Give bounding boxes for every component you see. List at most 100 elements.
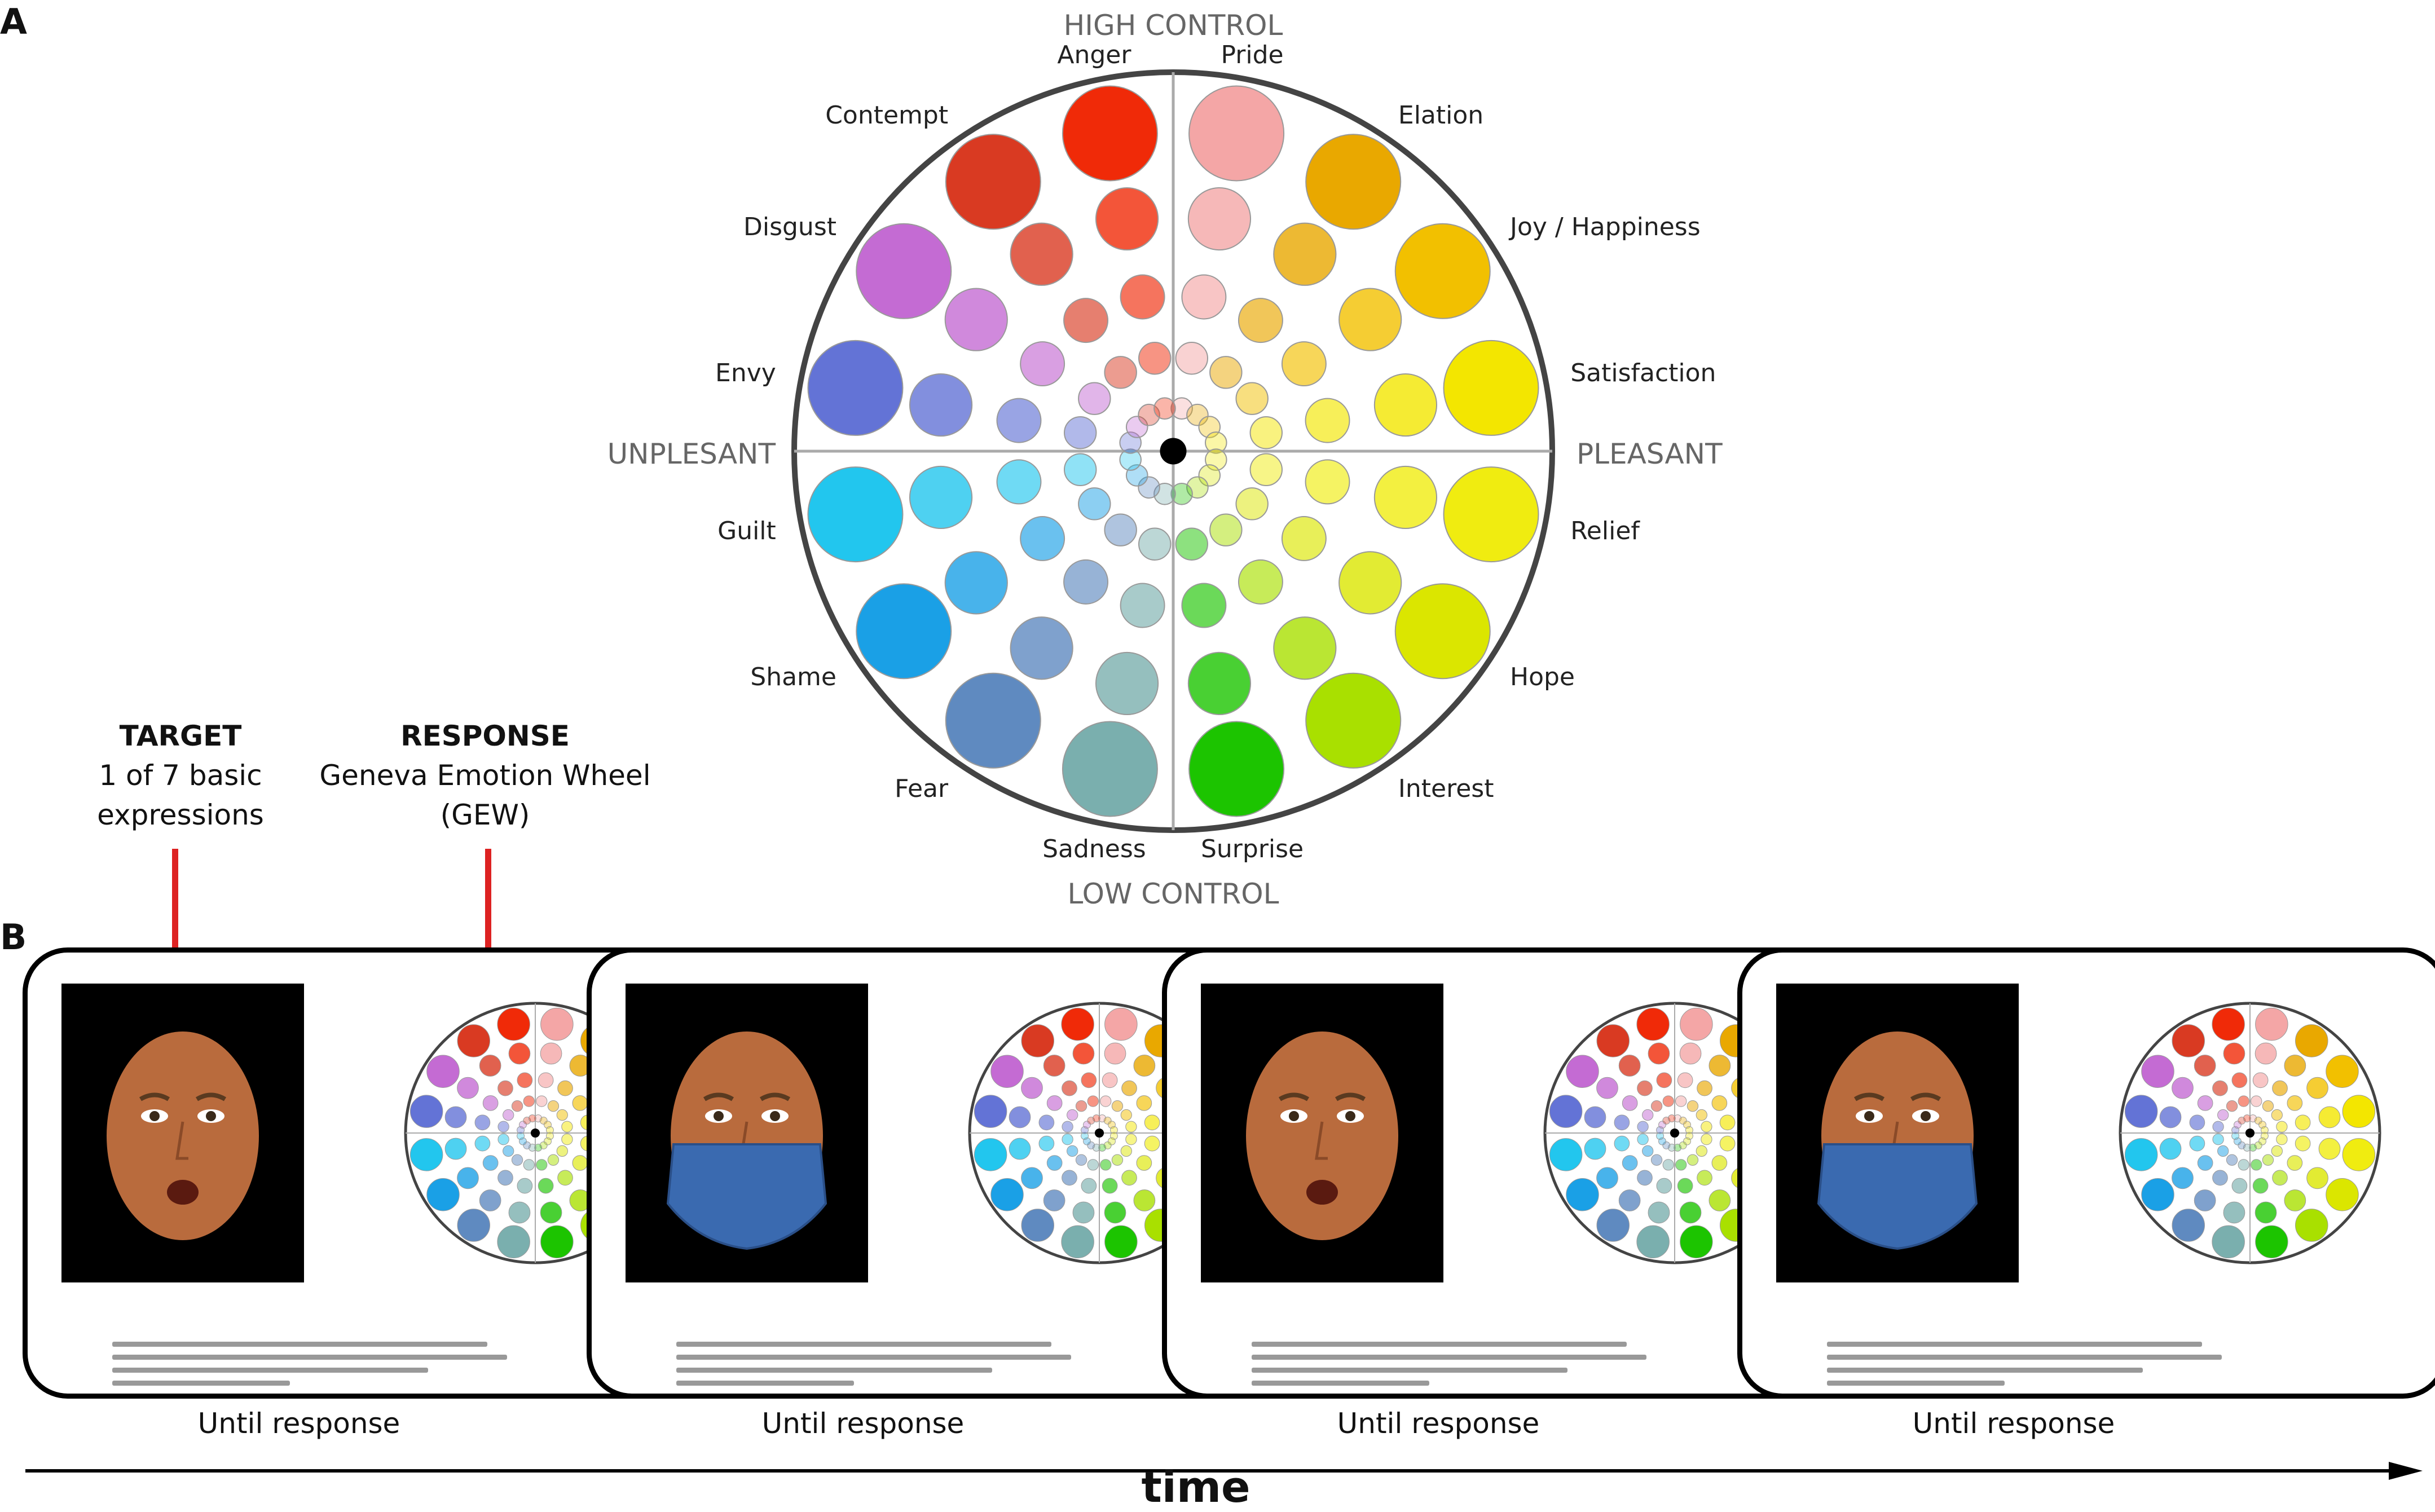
wheel-intensity-circle[interactable] — [2212, 1225, 2245, 1259]
wheel-intensity-circle[interactable] — [1687, 1100, 1699, 1112]
wheel-intensity-circle[interactable] — [2255, 1225, 2288, 1259]
wheel-intensity-circle[interactable] — [2326, 1055, 2359, 1088]
wheel-intensity-circle[interactable] — [1679, 1042, 1702, 1065]
wheel-intensity-circle[interactable] — [1136, 1155, 1152, 1171]
wheel-intensity-circle[interactable] — [1566, 1055, 1599, 1088]
wheel-intensity-circle[interactable] — [1153, 397, 1176, 420]
wheel-intensity-circle[interactable] — [2284, 1189, 2306, 1211]
wheel-intensity-circle[interactable] — [1650, 1154, 1663, 1166]
wheel-intensity-circle[interactable] — [1133, 1189, 1156, 1211]
wheel-intensity-circle[interactable] — [1021, 1209, 1054, 1242]
wheel-intensity-circle[interactable] — [2252, 1178, 2269, 1194]
wheel-intensity-circle[interactable] — [1549, 1138, 1583, 1171]
wheel-intensity-circle[interactable] — [1636, 1225, 1670, 1259]
wheel-intensity-circle[interactable] — [503, 1109, 514, 1121]
wheel-intensity-circle[interactable] — [539, 1117, 548, 1125]
wheel-intensity-circle[interactable] — [2243, 1114, 2251, 1122]
wheel-intensity-circle[interactable] — [523, 1095, 535, 1107]
wheel-intensity-circle[interactable] — [2226, 1100, 2238, 1112]
wheel-intensity-circle[interactable] — [1679, 1201, 1702, 1224]
wheel-intensity-circle[interactable] — [1680, 1007, 1713, 1041]
wheel-intensity-circle[interactable] — [1104, 1042, 1126, 1065]
wheel-intensity-circle[interactable] — [1121, 1080, 1137, 1096]
wheel-intensity-circle[interactable] — [1102, 1072, 1118, 1088]
wheel-intensity-circle[interactable] — [1104, 1201, 1126, 1224]
wheel-intensity-circle[interactable] — [2342, 1138, 2376, 1171]
wheel-intensity-circle[interactable] — [1637, 1121, 1649, 1132]
wheel-intensity-circle[interactable] — [1549, 1095, 1583, 1128]
wheel-intensity-circle[interactable] — [1683, 1137, 1691, 1145]
wheel-intensity-circle[interactable] — [1648, 1201, 1670, 1224]
wheel-intensity-circle[interactable] — [2342, 1095, 2376, 1128]
wheel-intensity-circle[interactable] — [1711, 1155, 1728, 1171]
wheel-intensity-circle[interactable] — [1204, 431, 1227, 454]
wheel-intensity-circle[interactable] — [2189, 1114, 2205, 1131]
wheel-intensity-circle[interactable] — [2238, 1159, 2249, 1171]
wheel-intensity-circle[interactable] — [1697, 1170, 1712, 1186]
wheel-intensity-circle[interactable] — [1198, 464, 1221, 487]
wheel-intensity-circle[interactable] — [2306, 1077, 2328, 1099]
wheel-intensity-circle[interactable] — [1020, 515, 1065, 561]
wheel-intensity-circle[interactable] — [1238, 559, 1283, 605]
wheel-intensity-circle[interactable] — [1038, 1114, 1055, 1131]
wheel-intensity-circle[interactable] — [1642, 1109, 1654, 1121]
wheel-intensity-circle[interactable] — [557, 1080, 573, 1096]
wheel-intensity-circle[interactable] — [534, 1144, 543, 1152]
wheel-intensity-circle[interactable] — [1120, 583, 1165, 628]
wheel-intensity-circle[interactable] — [1098, 1144, 1107, 1152]
wheel-intensity-circle[interactable] — [1181, 583, 1227, 628]
wheel-intensity-circle[interactable] — [1394, 223, 1491, 319]
wheel-intensity-circle[interactable] — [1083, 1121, 1091, 1129]
wheel-intensity-circle[interactable] — [1674, 1144, 1682, 1152]
wheel-intensity-circle[interactable] — [497, 1225, 530, 1259]
wheel-intensity-circle[interactable] — [1667, 1114, 1676, 1122]
wheel-intensity-circle[interactable] — [1281, 341, 1327, 387]
wheel-intensity-circle[interactable] — [1305, 672, 1402, 769]
wheel-intensity-circle[interactable] — [1087, 1095, 1099, 1107]
wheel-intensity-circle[interactable] — [1009, 1138, 1031, 1160]
wheel-intensity-circle[interactable] — [1186, 403, 1209, 426]
wheel-intensity-circle[interactable] — [1637, 1134, 1649, 1145]
wheel-intensity-circle[interactable] — [1063, 298, 1109, 343]
wheel-intensity-circle[interactable] — [457, 1167, 479, 1189]
wheel-intensity-circle[interactable] — [1075, 1154, 1087, 1166]
wheel-intensity-circle[interactable] — [1110, 1126, 1118, 1134]
wheel-intensity-circle[interactable] — [1709, 1189, 1731, 1211]
wheel-intensity-circle[interactable] — [2212, 1080, 2228, 1096]
wheel-intensity-circle[interactable] — [1648, 1042, 1670, 1065]
wheel-intensity-circle[interactable] — [2249, 1144, 2257, 1152]
wheel-intensity-circle[interactable] — [1188, 721, 1285, 817]
wheel-intensity-circle[interactable] — [2172, 1167, 2194, 1189]
wheel-intensity-circle[interactable] — [1680, 1225, 1713, 1259]
wheel-intensity-circle[interactable] — [508, 1042, 531, 1065]
wheel-intensity-circle[interactable] — [2217, 1109, 2229, 1121]
wheel-intensity-circle[interactable] — [557, 1170, 573, 1186]
wheel-intensity-circle[interactable] — [2223, 1201, 2245, 1224]
wheel-intensity-circle[interactable] — [1072, 1201, 1095, 1224]
wheel-intensity-circle[interactable] — [1622, 1155, 1638, 1171]
wheel-intensity-circle[interactable] — [1394, 583, 1491, 680]
wheel-intensity-circle[interactable] — [1584, 1106, 1606, 1129]
wheel-intensity-circle[interactable] — [1249, 416, 1283, 449]
wheel-intensity-circle[interactable] — [2262, 1100, 2274, 1112]
wheel-intensity-circle[interactable] — [1656, 1178, 1672, 1194]
wheel-intensity-circle[interactable] — [2258, 1137, 2266, 1145]
wheel-intensity-circle[interactable] — [1100, 1159, 1112, 1171]
wheel-intensity-circle[interactable] — [1061, 1225, 1094, 1259]
wheel-intensity-circle[interactable] — [1062, 721, 1158, 817]
wheel-intensity-circle[interactable] — [540, 1201, 562, 1224]
wheel-intensity-circle[interactable] — [536, 1159, 548, 1171]
wheel-intensity-circle[interactable] — [1061, 1007, 1094, 1041]
wheel-intensity-circle[interactable] — [1238, 298, 1283, 343]
wheel-intensity-circle[interactable] — [1063, 559, 1109, 605]
wheel-intensity-circle[interactable] — [523, 1141, 531, 1149]
wheel-intensity-circle[interactable] — [1696, 1145, 1707, 1157]
wheel-intensity-circle[interactable] — [1697, 1080, 1712, 1096]
wheel-intensity-circle[interactable] — [2254, 1117, 2262, 1125]
wheel-intensity-circle[interactable] — [2295, 1114, 2311, 1131]
wheel-intensity-circle[interactable] — [2141, 1055, 2174, 1088]
wheel-intensity-circle[interactable] — [540, 1042, 562, 1065]
wheel-intensity-circle[interactable] — [479, 1189, 501, 1211]
wheel-intensity-circle[interactable] — [1078, 382, 1111, 415]
wheel-intensity-circle[interactable] — [1009, 1106, 1031, 1129]
